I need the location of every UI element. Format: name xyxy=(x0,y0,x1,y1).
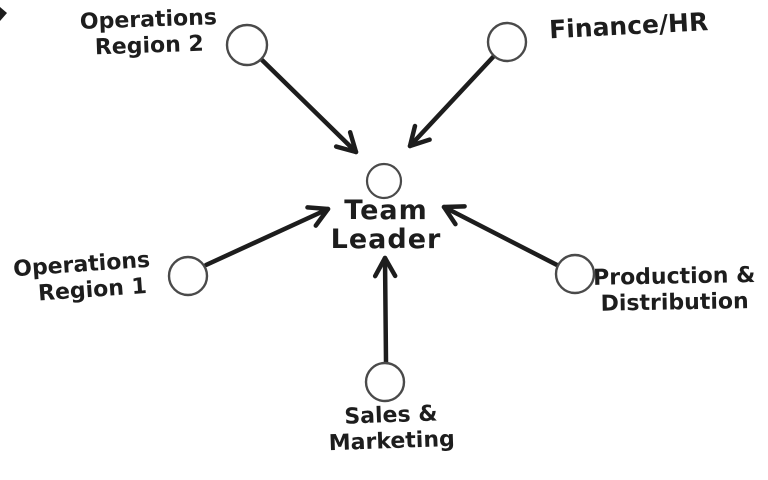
node-label-production-distribution: Production & Distribution xyxy=(584,263,765,319)
node-label-line: Team xyxy=(344,195,428,226)
node-label-sales-marketing: Sales & Marketing xyxy=(308,400,475,459)
node-label-line: Distribution xyxy=(600,289,749,318)
arrow-finance-hr-to-center xyxy=(407,53,497,149)
arrow-sales-marketing-to-center xyxy=(372,255,398,365)
node-label-team-leader: Team Leader xyxy=(315,196,457,254)
node-label-line: Production & xyxy=(592,263,756,291)
node-circle-sales-marketing xyxy=(364,361,406,403)
node-circle-production-distribution xyxy=(554,253,596,295)
node-label-operations-region-2: Operations Region 2 xyxy=(78,5,220,63)
arrow-production-distribution-to-center xyxy=(441,204,560,268)
node-label-line: Region 2 xyxy=(94,32,205,61)
node-circle-team-leader xyxy=(365,162,403,200)
node-circle-operations-region-1 xyxy=(167,255,209,297)
arrow-operations-region-1-to-center xyxy=(203,205,331,268)
scan-artifact xyxy=(0,7,7,21)
arrow-operations-region-2-to-center xyxy=(259,57,359,155)
node-label-operations-region-1: Operations Region 1 xyxy=(2,247,163,311)
node-circle-finance-hr xyxy=(486,21,528,63)
node-label-line: Leader xyxy=(330,224,442,255)
node-circle-operations-region-2 xyxy=(225,23,269,67)
